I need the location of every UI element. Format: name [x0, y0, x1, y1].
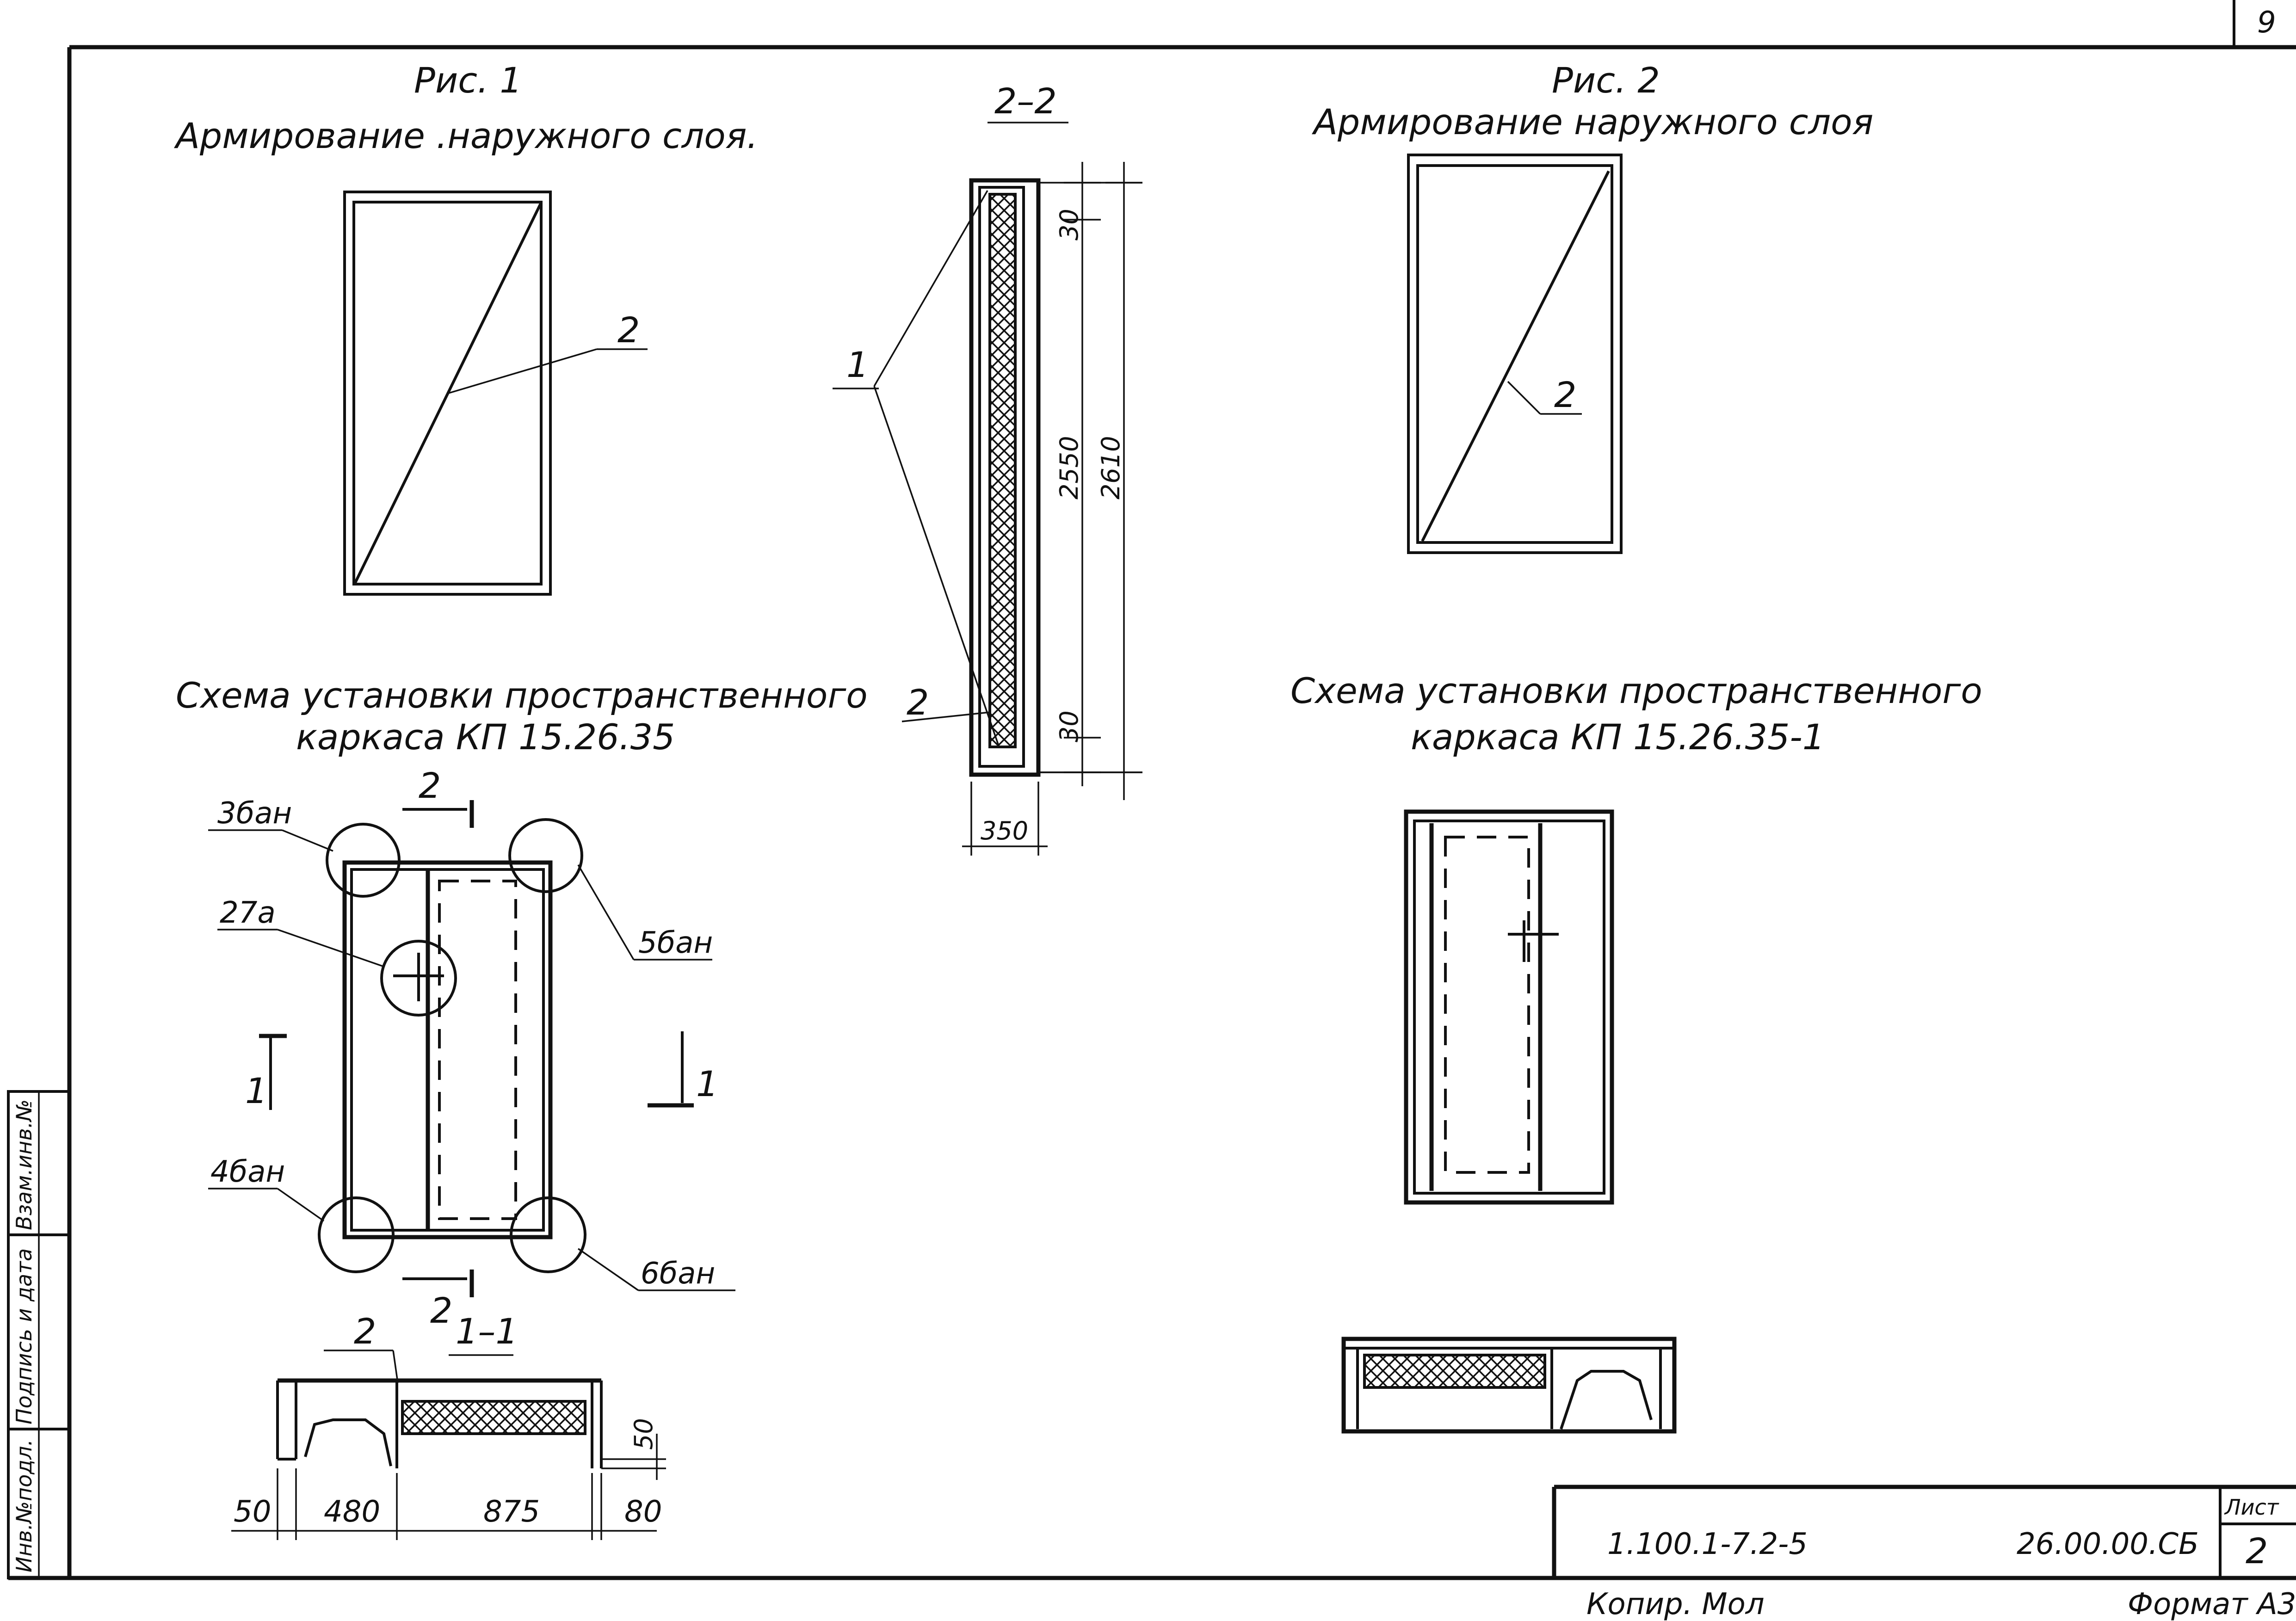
scheme2-frame — [1404, 809, 1614, 1205]
section22-dim-2610: 2610 — [1096, 436, 1125, 499]
side-stamp-signature-date: Подпись и дата — [12, 1248, 37, 1424]
fig1-subtitle: Армирование .наружного слоя. — [173, 115, 758, 156]
section22-label-1: 1 — [846, 344, 869, 385]
fig1-panel — [343, 191, 648, 596]
scheme1-title-line2: каркаса КП 15.26.35 — [296, 716, 675, 758]
side-stamp-inv-number: Инв.№подл. — [12, 1439, 37, 1572]
fig1-leader-label: 2 — [617, 309, 640, 351]
title-sheet-value: 2 — [2246, 1530, 2268, 1572]
section22-title: 2–2 — [994, 80, 1057, 122]
title-code-right: 26.00.00.СБ — [2017, 1527, 2199, 1561]
section11-dim-875: 875 — [483, 1495, 540, 1529]
callout-27a: 27а — [220, 896, 276, 930]
section11-title: 1–1 — [456, 1311, 518, 1352]
cut-1-left: 1 — [245, 1070, 267, 1111]
scheme1-frame — [208, 800, 735, 1297]
cut-2-top: 2 — [419, 765, 441, 806]
sheet-frame — [8, 0, 2296, 1580]
scheme2-section — [1341, 1337, 1677, 1434]
section22-dim-width: 350 — [981, 816, 1028, 845]
section11-dim-80: 80 — [624, 1495, 662, 1529]
callout-4ban: 4бан — [210, 1155, 285, 1189]
section11-drawing — [231, 1350, 666, 1540]
title-code-left: 1.100.1-7.2-5 — [1607, 1527, 1808, 1561]
section11-dim-vertical-50: 50 — [629, 1418, 658, 1450]
callout-3ban: 3бан — [217, 796, 292, 831]
fig2-title: Рис. 2 — [1552, 60, 1660, 101]
section22-drawing — [833, 162, 1142, 856]
scheme2-title-line1: Схема установки пространственного — [1290, 670, 1982, 711]
section11-dim-50: 50 — [234, 1495, 271, 1529]
section11-label-2: 2 — [354, 1311, 376, 1352]
side-stamp — [7, 1090, 71, 1579]
cut-2-bottom: 2 — [430, 1290, 452, 1331]
cut-1-right: 1 — [696, 1063, 718, 1104]
fig1-title: Рис. 1 — [414, 60, 522, 101]
fig2-subtitle: Армирование наружного слоя — [1311, 101, 1873, 142]
callout-6ban: 6бан — [641, 1257, 715, 1291]
callout-5ban: 5бан — [638, 926, 713, 960]
section22-dim-bottom: 30 — [1055, 710, 1084, 742]
section22-dim-top: 30 — [1055, 209, 1084, 240]
title-sheet-header: Лист — [2224, 1495, 2279, 1520]
scheme1-title-line1: Схема установки пространственного — [176, 675, 868, 716]
fig2-panel — [1407, 154, 1623, 554]
section22-dim-2550: 2550 — [1055, 436, 1084, 499]
fig2-leader-label: 2 — [1554, 374, 1576, 415]
scheme2-title-line2: каркаса КП 15.26.35-1 — [1411, 716, 1825, 758]
corner-sheet-number: 9 — [2257, 6, 2276, 40]
title-block — [1552, 1485, 2296, 1578]
footer-copied: Копир. Мол — [1586, 1587, 1765, 1621]
footer-format: Формат А3 — [2128, 1587, 2296, 1621]
section22-label-2: 2 — [907, 682, 929, 723]
section11-dim-480: 480 — [324, 1495, 380, 1529]
side-stamp-replace-inv: Взам.инв.№ — [12, 1099, 37, 1230]
